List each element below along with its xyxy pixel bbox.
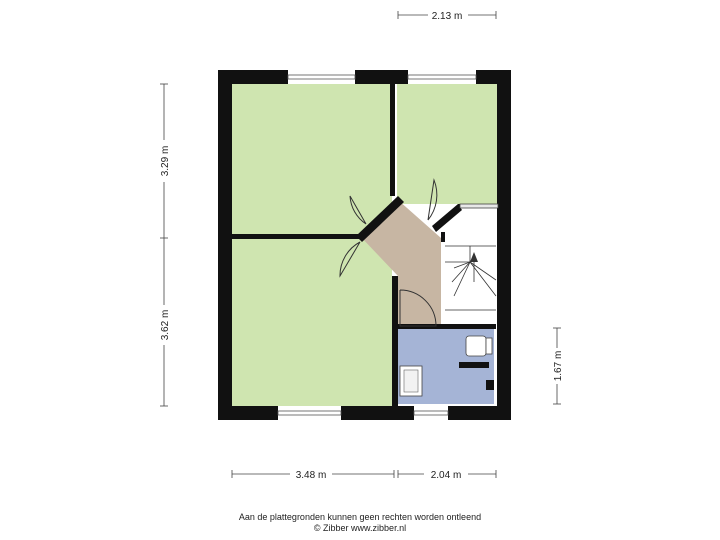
dim-right-lower: 1.67 m: [553, 351, 564, 382]
bathroom-fixtures: [399, 335, 493, 397]
disclaimer-text: Aan de plattegronden kunnen geen rechten…: [238, 512, 482, 522]
hallway-floor: [360, 200, 441, 326]
copyright-text: © Zibber www.zibber.nl: [313, 523, 407, 533]
dim-bottom-right: 2.04 m: [431, 470, 462, 481]
staircase: [445, 245, 497, 311]
dim-top-width: 2.13 m: [432, 11, 463, 22]
dim-left-upper: 3.29 m: [160, 146, 171, 177]
room-top-right: [397, 84, 498, 204]
room-top-left: [232, 84, 392, 236]
door-swings: [339, 178, 438, 327]
dim-left-lower: 3.62 m: [160, 310, 171, 341]
dimension-lines: [160, 11, 561, 478]
outer-walls: [218, 70, 511, 420]
interior-walls: [232, 84, 498, 406]
room-bottom-left: [232, 239, 392, 406]
windows: [277, 74, 477, 416]
cupboard-shelf: [459, 203, 499, 209]
dim-bottom-left: 3.48 m: [296, 470, 327, 481]
toilet: [465, 335, 487, 357]
